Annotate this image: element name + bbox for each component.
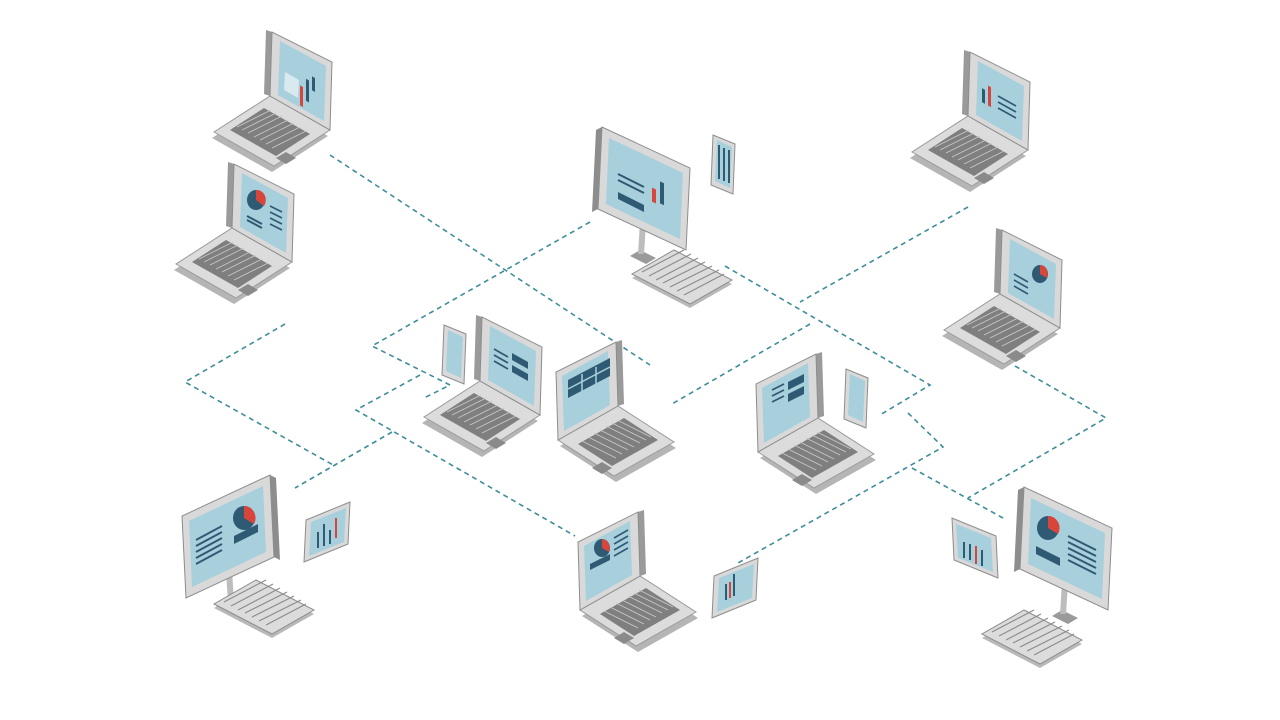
laptop-right xyxy=(941,227,1063,371)
desktop-bottom-right xyxy=(1013,486,1113,625)
bar-chart-icon xyxy=(617,173,664,212)
bar-chart-icon xyxy=(982,85,1017,119)
bar-chart-icon xyxy=(284,72,315,108)
link-1 xyxy=(329,154,651,366)
link-4 xyxy=(799,206,969,303)
desktop-bottom-left xyxy=(181,474,281,613)
laptop-center-left xyxy=(421,314,543,458)
pie-chart-icon xyxy=(1036,515,1097,575)
tablet xyxy=(951,517,999,579)
tablet xyxy=(441,324,467,385)
laptop-bottom-center xyxy=(577,509,699,653)
laptop-left xyxy=(173,161,295,305)
network-links xyxy=(183,154,1108,564)
pie-chart-icon xyxy=(590,529,629,570)
laptop-top-right xyxy=(909,49,1031,193)
link-6 xyxy=(183,323,336,467)
pie-chart-icon xyxy=(246,189,283,231)
link-11 xyxy=(911,467,1004,519)
text-blocks-icon xyxy=(493,348,528,381)
link-8 xyxy=(294,431,393,489)
link-7 xyxy=(354,374,576,537)
pie-chart-icon xyxy=(1013,265,1048,295)
link-10 xyxy=(737,412,945,564)
link-2 xyxy=(370,221,591,399)
laptop-center-right xyxy=(755,351,877,495)
link-9 xyxy=(967,365,1108,499)
tablet xyxy=(303,501,351,563)
tablet xyxy=(711,557,759,619)
text-blocks-icon xyxy=(771,374,804,403)
tablet xyxy=(710,134,736,195)
laptop-top-left xyxy=(211,29,333,173)
pie-chart-icon xyxy=(195,505,258,565)
laptop-center xyxy=(555,339,677,483)
link-3 xyxy=(724,265,932,416)
desktop-top-center xyxy=(591,126,691,265)
tablet xyxy=(843,368,869,429)
grid-icon xyxy=(567,358,611,398)
